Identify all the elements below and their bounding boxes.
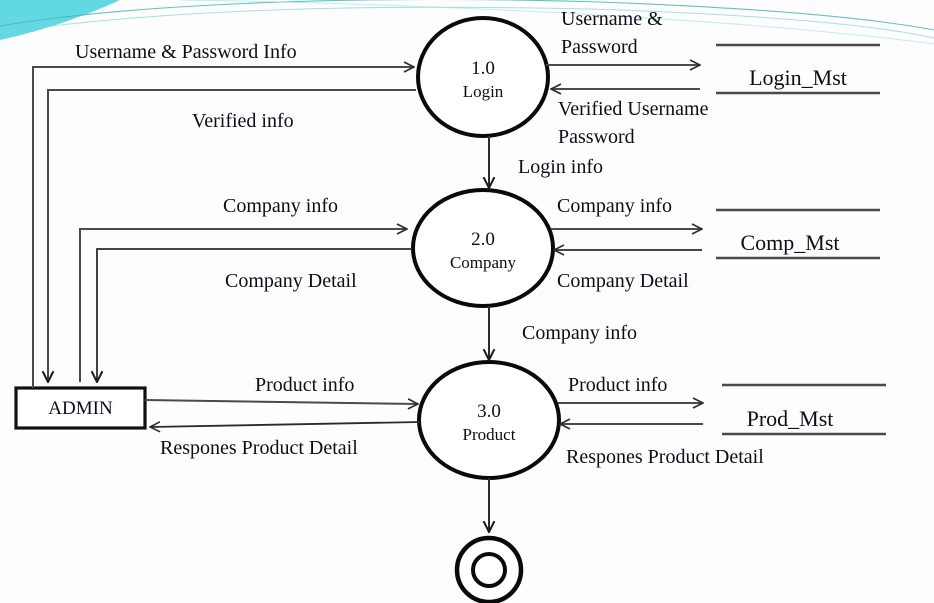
- data-store-login-mst[interactable]: Login_Mst: [716, 43, 880, 95]
- external-entity-admin[interactable]: ADMIN: [14, 386, 147, 430]
- admin-box[interactable]: [14, 386, 147, 430]
- flow-f2-line: [48, 89, 416, 382]
- flow-company-detail-from-store[interactable]: Company Detail: [554, 250, 702, 292]
- process-2-name: Company: [450, 253, 517, 272]
- comp-mst-label: Comp_Mst: [740, 230, 839, 255]
- flow-f7-label: Company Detail: [225, 270, 357, 292]
- flow-f6-line: [79, 229, 407, 382]
- flow-username-password-to-store[interactable]: Username & Password: [546, 8, 700, 65]
- prod-mst-label: Prod_Mst: [747, 406, 834, 431]
- process-3-product[interactable]: 3.0 Product: [417, 360, 561, 480]
- corner-swoosh-decoration: [0, 0, 934, 45]
- flow-f5-label: Login info: [518, 156, 603, 178]
- flow-f7-line: [97, 248, 412, 382]
- flow-f12-line: [150, 421, 421, 427]
- process-1-login[interactable]: 1.0 Login: [416, 16, 550, 138]
- process-1-circle[interactable]: [416, 16, 550, 138]
- flow-company-detail-out[interactable]: Company Detail: [97, 248, 412, 382]
- flow-f3-label-line1: Username &: [561, 8, 663, 30]
- data-store-comp-mst[interactable]: Comp_Mst: [716, 208, 880, 260]
- flow-username-password-info[interactable]: Username & Password Info: [32, 41, 414, 388]
- terminator-end-node[interactable]: [454, 535, 524, 603]
- process-1-number: 1.0: [471, 58, 495, 79]
- flow-f6-label: Company info: [223, 195, 338, 217]
- flow-f9-label: Company Detail: [557, 270, 689, 292]
- flow-respones-product-detail-from-store[interactable]: Respones Product Detail: [560, 424, 764, 468]
- flow-company-info-to-store[interactable]: Company info: [551, 195, 702, 229]
- flow-f1-label: Username & Password Info: [75, 41, 297, 63]
- process-3-number: 3.0: [477, 401, 501, 422]
- flow-f11-line: [144, 400, 418, 404]
- flow-verified-username-password[interactable]: Verified Username Password: [551, 89, 709, 148]
- login-mst-label: Login_Mst: [749, 65, 847, 90]
- flow-f14-label: Respones Product Detail: [566, 446, 764, 468]
- flow-company-info-down[interactable]: Company info: [489, 306, 637, 360]
- flow-f2-label: Verified info: [192, 110, 294, 132]
- flow-f10-label: Company info: [522, 322, 637, 344]
- flow-company-info-in[interactable]: Company info: [79, 195, 407, 382]
- flow-f8-label: Company info: [557, 195, 672, 217]
- process-2-company[interactable]: 2.0 Company: [411, 188, 555, 308]
- flow-verified-info[interactable]: Verified info: [48, 89, 416, 382]
- flow-product-info-in[interactable]: Product info: [144, 374, 418, 404]
- admin-label: ADMIN: [48, 398, 113, 419]
- flow-respones-product-detail-out[interactable]: Respones Product Detail: [150, 421, 421, 459]
- flow-f1-line: [32, 67, 414, 388]
- flow-f4-label-line1: Verified Username: [558, 98, 709, 120]
- flow-f3-label-line2: Password: [561, 36, 638, 58]
- process-3-name: Product: [463, 425, 516, 444]
- flow-f13-label: Product info: [568, 374, 667, 396]
- flow-login-info[interactable]: Login info: [489, 136, 603, 188]
- flow-f11-label: Product info: [255, 374, 354, 396]
- data-store-prod-mst[interactable]: Prod_Mst: [722, 383, 886, 436]
- process-1-name: Login: [463, 82, 504, 101]
- process-2-number: 2.0: [471, 229, 495, 250]
- flow-f12-label: Respones Product Detail: [160, 437, 358, 459]
- flow-f4-label-line2: Password: [558, 126, 635, 148]
- terminator-inner-circle: [471, 552, 507, 588]
- flow-product-info-to-store[interactable]: Product info: [558, 374, 703, 403]
